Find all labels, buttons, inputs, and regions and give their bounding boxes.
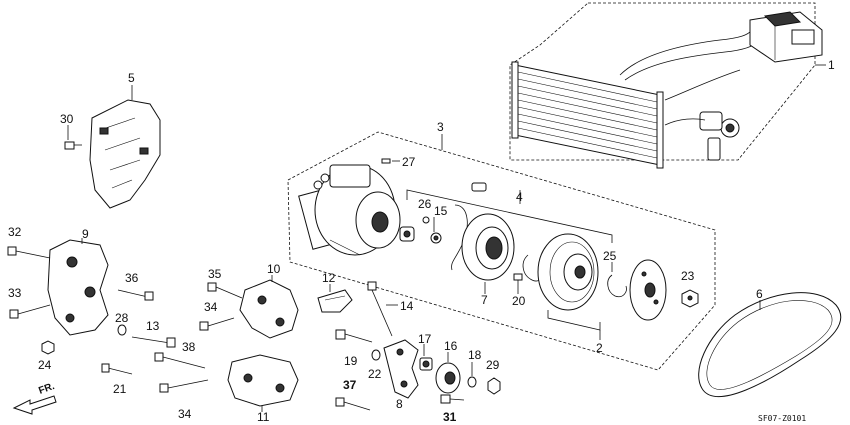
ac-hose-side (664, 69, 741, 101)
drive-belt (698, 292, 842, 398)
condenser-group-outline (509, 2, 816, 161)
bolt-14 (367, 281, 393, 337)
snap-ring-25 (607, 274, 627, 298)
nut-24 (41, 340, 55, 355)
callout-4: 4 (516, 190, 523, 204)
callout-1: 1 (828, 58, 835, 72)
callout-3: 3 (437, 120, 444, 134)
bolt-19 (335, 329, 373, 343)
callout-19: 19 (344, 354, 358, 368)
tensioner-bracket-8 (383, 339, 419, 399)
callout-22: 22 (368, 367, 382, 381)
evaporator-unit (749, 11, 823, 63)
callout-34-lower: 34 (178, 407, 192, 421)
ac-hose-lower (624, 39, 761, 81)
callout-11: 11 (257, 410, 270, 424)
callout-12: 12 (322, 271, 336, 285)
bolt-13 (131, 336, 176, 348)
part-26-shim (422, 216, 430, 224)
callout-36: 36 (125, 271, 139, 285)
clutch-coil (451, 182, 515, 281)
callout-2: 2 (596, 341, 603, 355)
idler-pulley-16 (435, 362, 461, 394)
ac-hose-upper (619, 29, 753, 76)
idler-bolt-17 (419, 357, 433, 371)
bolt-38 (154, 352, 206, 369)
callout-33: 33 (8, 286, 22, 300)
callout-5: 5 (128, 71, 135, 85)
washer-28 (117, 324, 127, 336)
callout-23: 23 (681, 269, 695, 283)
bolt-34-lower (159, 379, 209, 393)
bracket-10 (239, 279, 299, 339)
bolt-30 (64, 141, 75, 150)
callout-35: 35 (208, 267, 222, 281)
bolt-36 (117, 289, 154, 301)
condenser-group: 1 (509, 2, 835, 169)
bolt-34-upper (199, 317, 235, 331)
compressor-bracket-9 (47, 239, 109, 336)
callout-8: 8 (396, 397, 403, 411)
bracket-11 (227, 354, 299, 407)
callout-18: 18 (468, 348, 482, 362)
callout-24: 24 (38, 358, 52, 372)
washer-18 (467, 376, 477, 388)
bolt-21 (101, 363, 133, 375)
callout-10: 10 (267, 262, 281, 276)
bolt-31 (440, 394, 465, 404)
callout-31: 31 (443, 410, 457, 424)
bolt-33 (9, 304, 51, 319)
callout-26: 26 (418, 197, 432, 211)
callout-16: 16 (444, 339, 458, 353)
callout-7: 7 (481, 293, 488, 307)
clutch-pulley (537, 233, 599, 311)
callout-9: 9 (82, 227, 89, 241)
callout-27: 27 (402, 155, 416, 169)
callout-29: 29 (486, 358, 500, 372)
bracket-4 (406, 189, 613, 243)
callout-30: 30 (60, 112, 74, 126)
diagram-reference-code: SF07-Z0101 (758, 414, 806, 423)
compressor-group-outline (287, 131, 716, 371)
compressor-body (298, 164, 415, 256)
callout-15: 15 (434, 204, 448, 218)
bolt-32 (7, 246, 51, 259)
nut-29 (487, 377, 501, 395)
front-direction-label: FR. (37, 381, 56, 397)
bolt-37 (335, 397, 371, 411)
callout-34-upper: 34 (204, 300, 218, 314)
line-fittings (664, 111, 740, 161)
front-direction-arrow: FR. (12, 381, 57, 415)
washer-22 (371, 349, 381, 361)
bracket-12 (317, 289, 353, 313)
callout-32: 32 (8, 225, 22, 239)
armature-plate (629, 259, 667, 321)
bolt-20 (513, 273, 523, 294)
callout-38: 38 (182, 340, 196, 354)
callout-14: 14 (400, 299, 414, 313)
callout-28: 28 (115, 311, 129, 325)
callout-6: 6 (756, 287, 763, 301)
callout-17: 17 (418, 332, 432, 346)
callout-13: 13 (146, 319, 160, 333)
callout-25: 25 (603, 249, 617, 263)
callout-21: 21 (113, 382, 127, 396)
condenser-core (511, 61, 664, 169)
callout-20: 20 (512, 294, 526, 308)
compressor-group: 3 4 26 15 27 (287, 120, 716, 371)
heat-shield (89, 99, 161, 209)
part-27-pin (381, 158, 391, 164)
bolt-35 (207, 282, 243, 299)
callout-37: 37 (343, 378, 357, 392)
